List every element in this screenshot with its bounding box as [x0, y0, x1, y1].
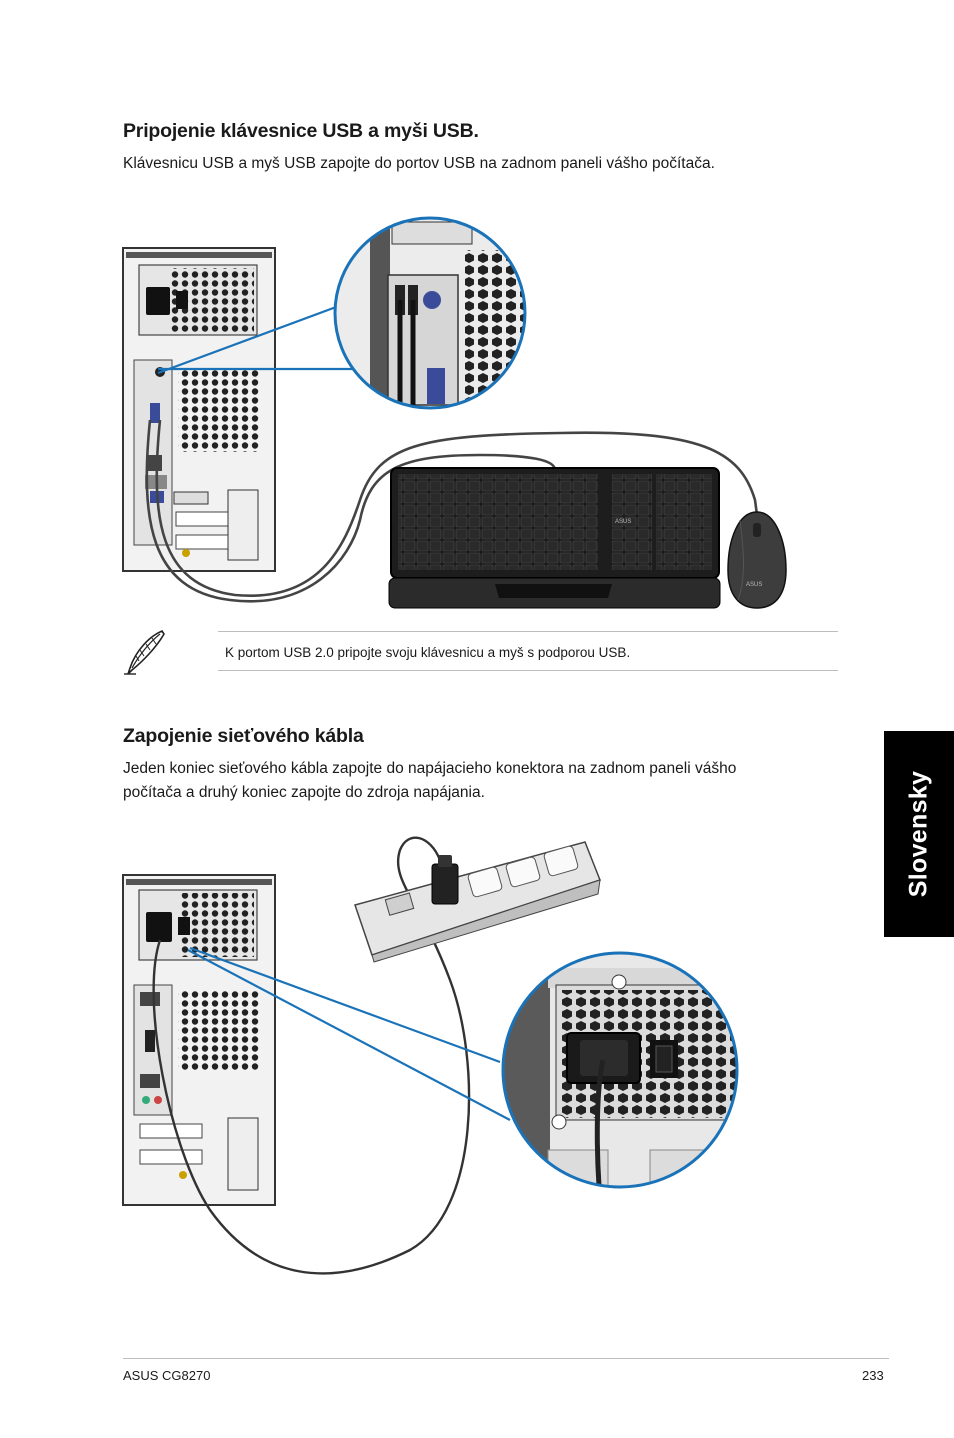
keyboard-image: ASUS	[388, 467, 721, 609]
language-side-tab: Slovensky	[884, 731, 954, 937]
language-side-tab-label: Slovensky	[904, 770, 933, 898]
mouse-image: ASUS	[727, 511, 787, 609]
section-body-power-line2: počítača a druhý koniec zapojte do zdroj…	[123, 784, 485, 801]
section-title-power: Zapojenie sieťového kábla	[123, 725, 364, 747]
pc-tower-rear-top	[122, 247, 276, 572]
section-body-usb: Klávesnicu USB a myš USB zapojte do port…	[123, 155, 715, 172]
pc-tower-rear-bottom	[122, 874, 276, 1206]
note-bottom-rule	[218, 670, 838, 671]
section-title-usb: Pripojenie klávesnice USB a myši USB.	[123, 120, 479, 142]
note-text: K portom USB 2.0 pripojte svoju klávesni…	[225, 645, 631, 660]
keyboard-brand-label: ASUS	[615, 519, 631, 525]
note-top-rule	[218, 631, 838, 632]
usb-port-zoom-circle	[333, 216, 527, 410]
footer-rule	[123, 1358, 889, 1359]
footer-page-number: 233	[862, 1368, 884, 1383]
feather-pen-icon	[124, 630, 165, 675]
footer-product-name: ASUS CG8270	[123, 1368, 211, 1383]
power-connector-zoom-circle	[501, 951, 739, 1189]
power-strip-image	[354, 841, 601, 963]
section-body-power-line1: Jeden koniec sieťového kábla zapojte do …	[123, 760, 737, 777]
mouse-brand-label: ASUS	[746, 582, 762, 588]
